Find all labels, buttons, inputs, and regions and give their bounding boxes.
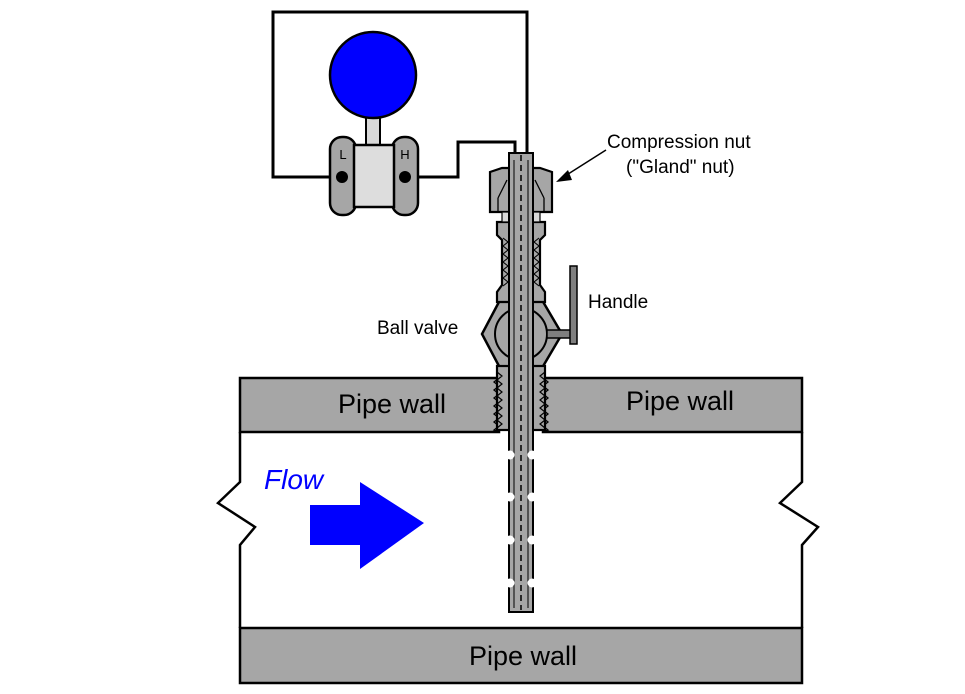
pipe-wall-bottom xyxy=(238,626,804,685)
transmitter-capsule xyxy=(352,143,396,209)
pipe-wall-bottom-label: Pipe wall xyxy=(469,641,577,671)
gland-nut-label: ("Gland" nut) xyxy=(626,157,735,178)
high-port-dot xyxy=(399,171,411,183)
flow-arrow xyxy=(310,482,424,569)
valve-handle xyxy=(569,265,578,345)
valve-handle-stem xyxy=(546,329,572,339)
sensing-hole xyxy=(527,492,537,502)
pipe-wall-upper-left-label: Pipe wall xyxy=(338,389,446,419)
pipe-wall-upper-right-label: Pipe wall xyxy=(626,386,734,416)
compression-nut-leader xyxy=(556,149,607,182)
handle-label: Handle xyxy=(588,292,648,313)
transmitter-neck xyxy=(365,115,381,147)
sensing-hole xyxy=(505,535,515,545)
sensing-hole xyxy=(505,450,515,460)
pipe-wall-upper-right xyxy=(541,376,804,434)
impulse-lines xyxy=(271,10,529,179)
pipe-interior xyxy=(215,432,820,628)
low-port-dot xyxy=(336,171,348,183)
dp-transmitter: L H xyxy=(328,30,420,217)
impulse-line-low xyxy=(271,10,529,179)
high-port-label: H xyxy=(400,147,409,162)
sensing-hole xyxy=(527,578,537,588)
pipe-break-right xyxy=(777,432,820,628)
pipe-break-left xyxy=(215,432,257,628)
probe-sensing-holes xyxy=(505,450,537,588)
pitot-probe xyxy=(505,152,537,613)
low-port-label: L xyxy=(339,147,346,162)
transmitter-dial xyxy=(328,30,418,120)
impulse-line-high xyxy=(405,140,517,179)
sensing-hole xyxy=(505,492,515,502)
compression-nut-label: Compression nut xyxy=(607,132,751,153)
sensing-hole xyxy=(505,578,515,588)
ball-valve-label: Ball valve xyxy=(377,318,458,339)
sensing-hole xyxy=(527,450,537,460)
sensing-hole xyxy=(527,535,537,545)
ferrule-right xyxy=(532,211,541,223)
flow-label: Flow xyxy=(264,464,325,495)
ferrule-left xyxy=(501,211,510,223)
